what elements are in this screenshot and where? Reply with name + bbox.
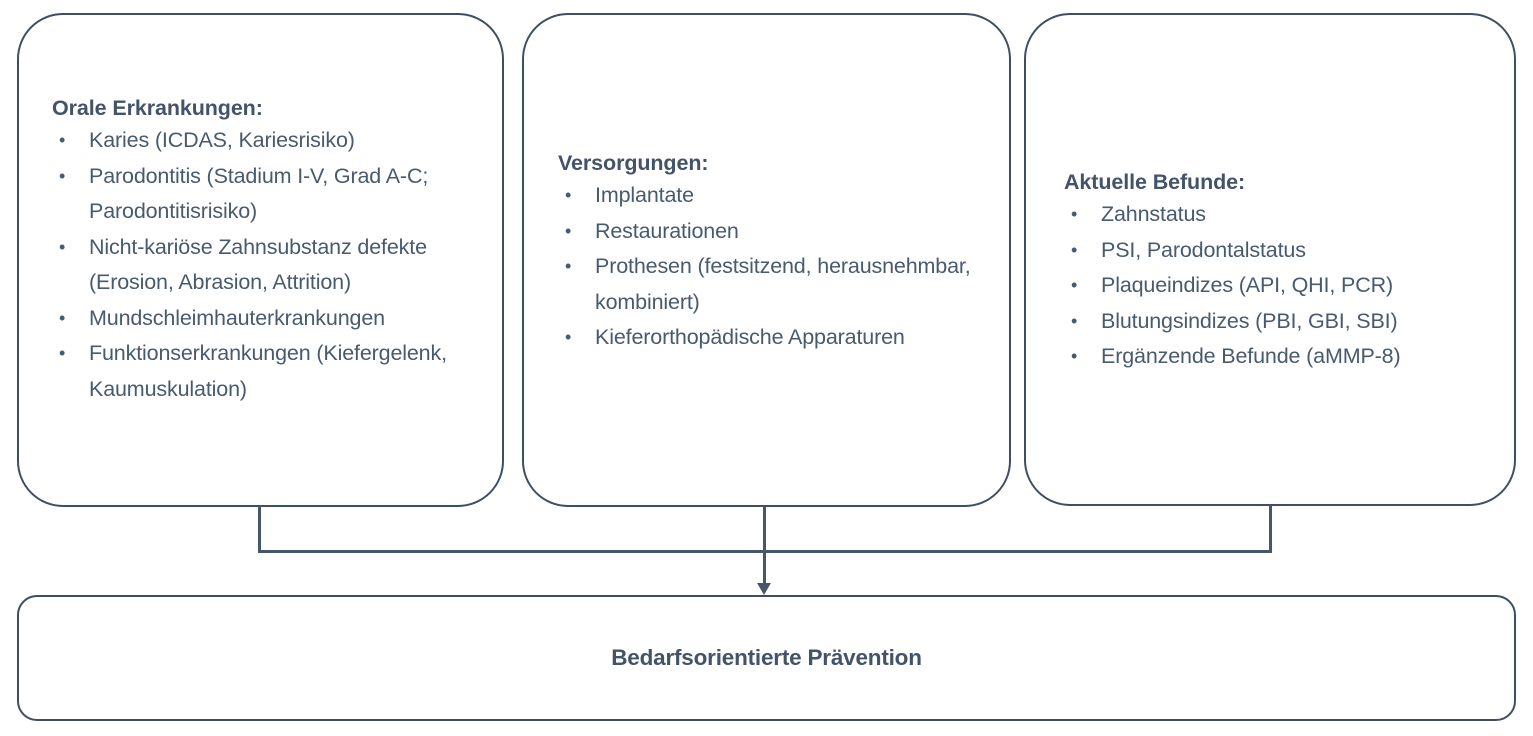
list-item: Prothesen (festsitzend, herausnehmbar, k… [558, 249, 986, 320]
list-item: Kieferorthopädische Apparaturen [558, 320, 986, 356]
connector-riser-right [1269, 505, 1272, 552]
output-label: Bedarfsorientierte Prävention [611, 645, 922, 670]
list-item: Karies (ICDAS, Kariesrisiko) [52, 123, 492, 159]
card-list-aktuelle-befunde: Zahnstatus PSI, Parodontalstatus Plaquei… [1064, 197, 1512, 375]
list-item: Mundschleimhauterkrankungen [52, 301, 492, 337]
list-item: Implantate [558, 178, 986, 214]
list-item: Plaqueindizes (API, QHI, PCR) [1064, 268, 1512, 304]
card-versorgungen: Versorgungen: Implantate Restaurationen … [522, 13, 1011, 507]
arrow-down-icon [757, 583, 771, 595]
connector-stem-center [763, 507, 766, 587]
list-item: Parodontitis (Stadium I-V, Grad A-C; Par… [52, 159, 492, 230]
connector-riser-left [258, 506, 261, 552]
list-item: Zahnstatus [1064, 197, 1512, 233]
card-title-orale-erkrankungen: Orale Erkrankungen: [52, 96, 263, 120]
card-list-versorgungen: Implantate Restaurationen Prothesen (fes… [558, 178, 986, 356]
card-title-versorgungen: Versorgungen: [558, 151, 709, 175]
list-item: Nicht-kariöse Zahnsubstanz defekte (Eros… [52, 230, 492, 301]
output-box-bedarfsorientierte-praevention: Bedarfsorientierte Prävention [17, 595, 1516, 721]
card-title-aktuelle-befunde: Aktuelle Befunde: [1064, 170, 1246, 194]
card-list-orale-erkrankungen: Karies (ICDAS, Kariesrisiko) Parodontiti… [52, 123, 492, 407]
card-orale-erkrankungen: Orale Erkrankungen: Karies (ICDAS, Karie… [17, 13, 504, 507]
list-item: Funktionserkrankungen (Kiefergelenk, Kau… [52, 336, 492, 407]
list-item: Blutungsindizes (PBI, GBI, SBI) [1064, 304, 1512, 340]
list-item: PSI, Parodontalstatus [1064, 233, 1512, 269]
list-item: Ergänzende Befunde (aMMP-8) [1064, 339, 1512, 375]
card-aktuelle-befunde: Aktuelle Befunde: Zahnstatus PSI, Parodo… [1024, 13, 1516, 506]
list-item: Restaurationen [558, 214, 986, 250]
